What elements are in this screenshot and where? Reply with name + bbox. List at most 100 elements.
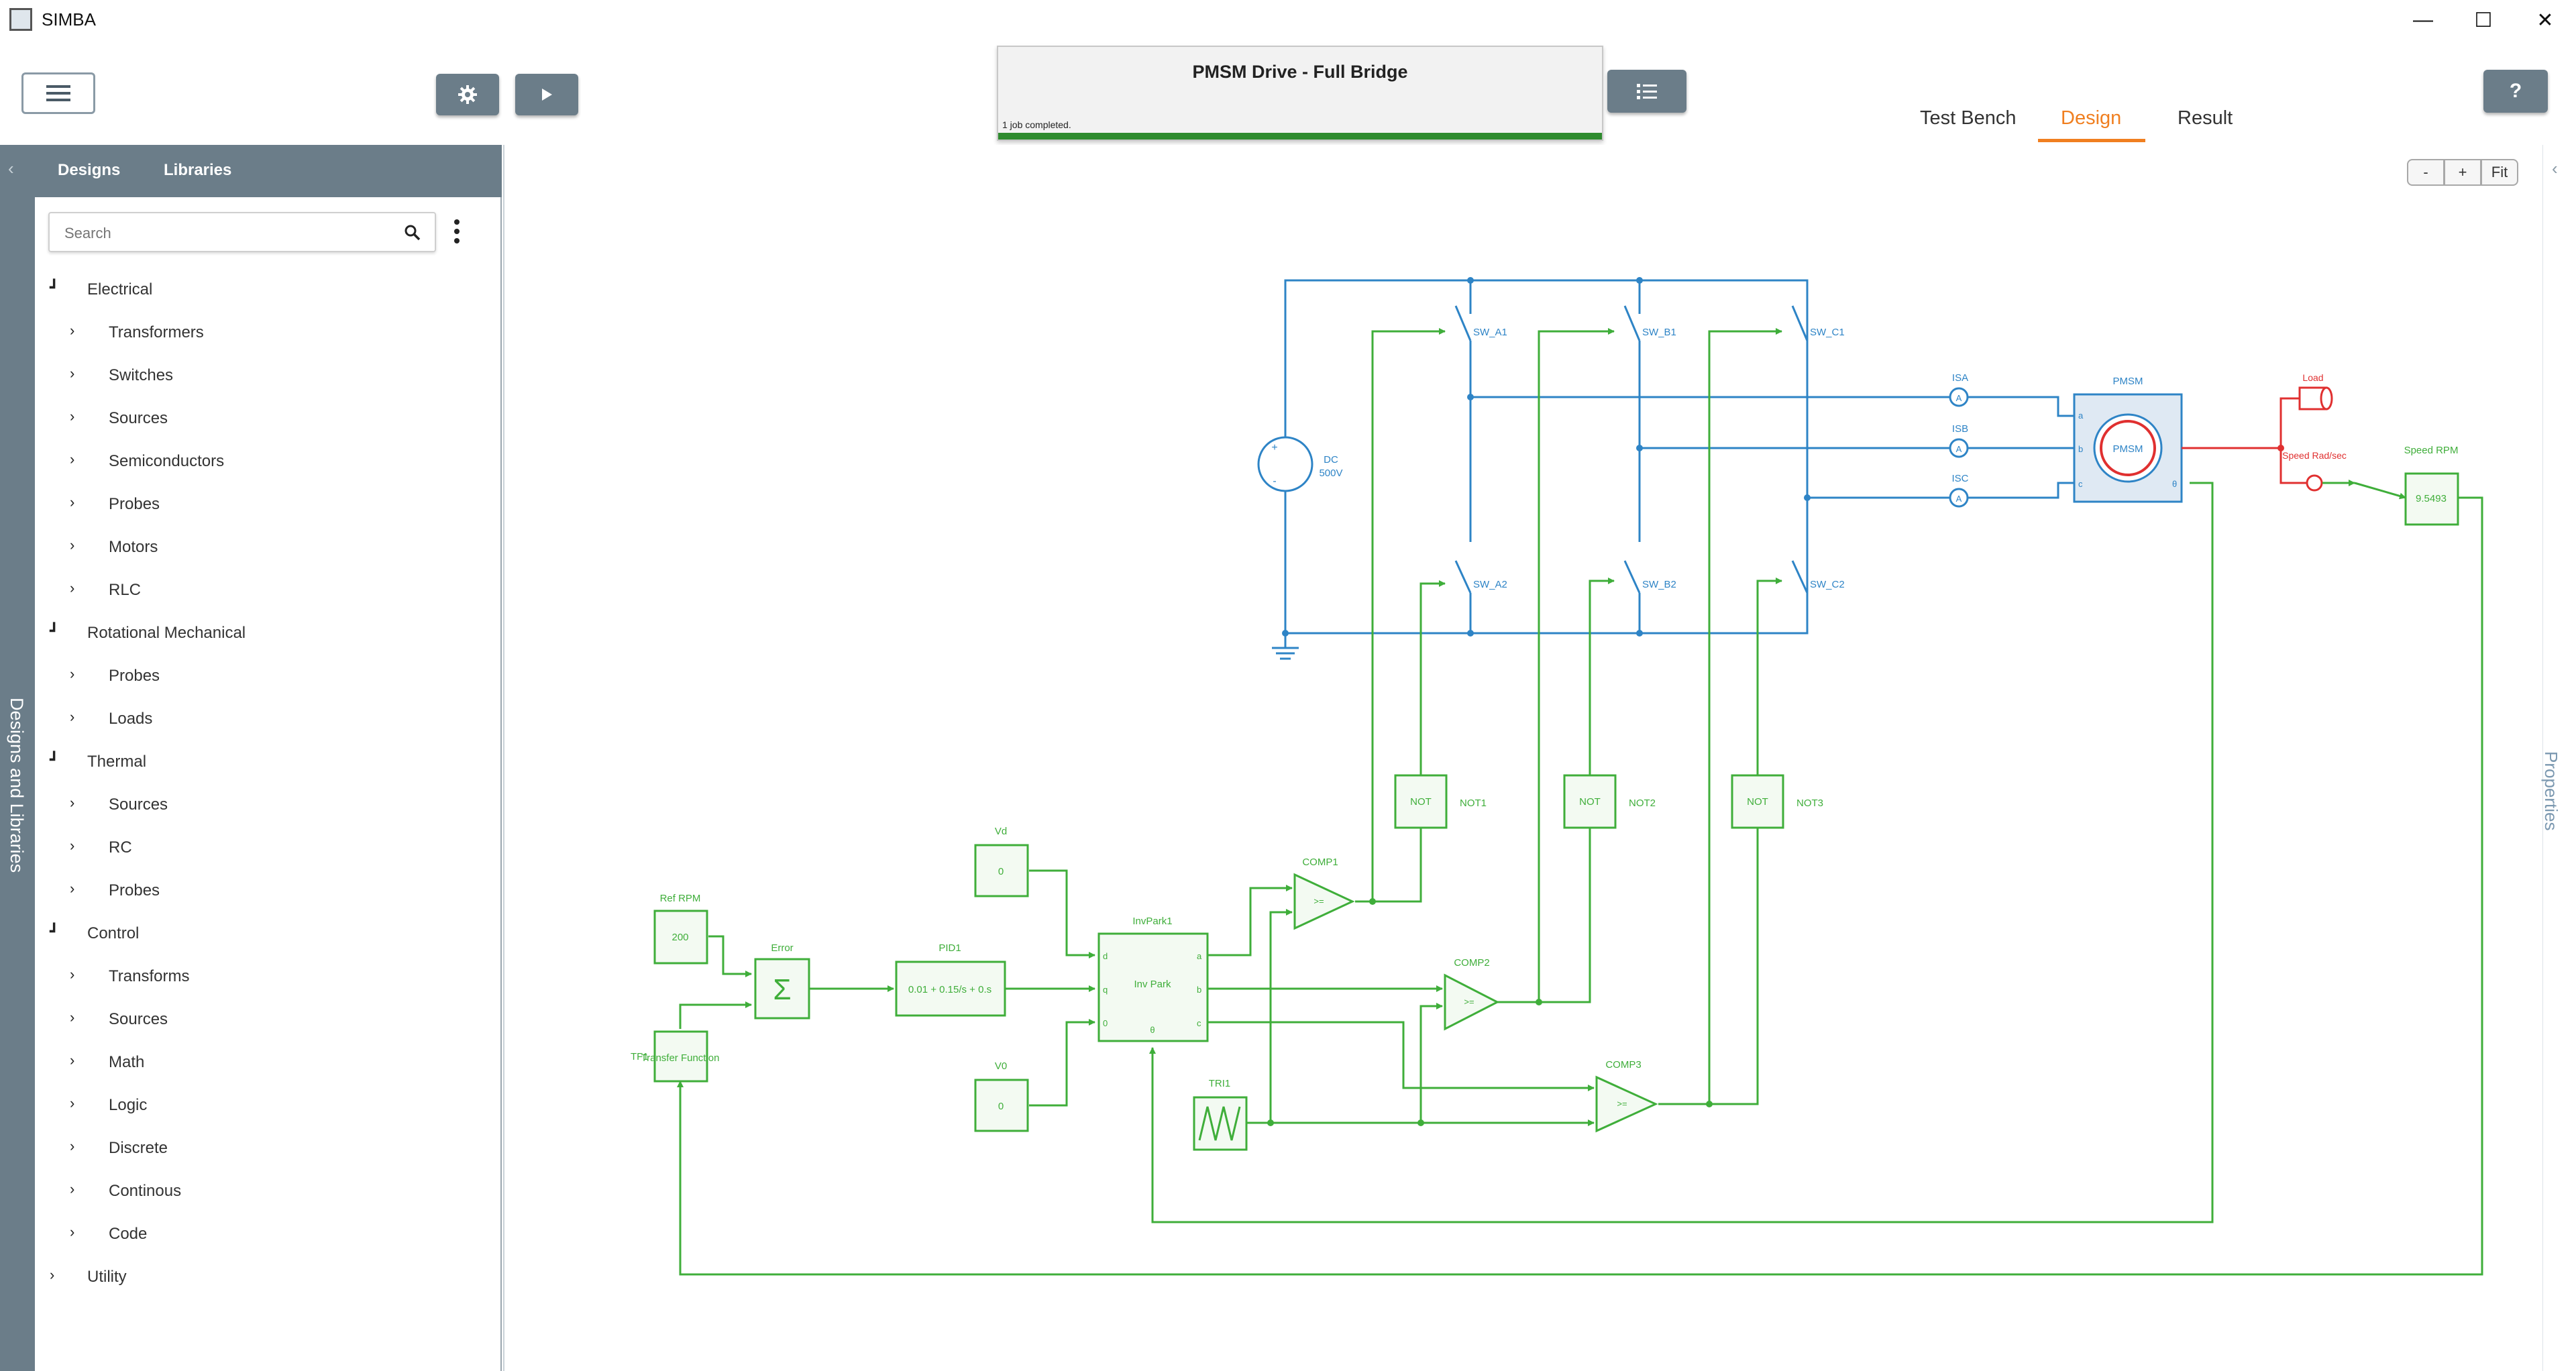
- search-icon[interactable]: [404, 224, 421, 241]
- close-button[interactable]: ✕: [2536, 9, 2554, 32]
- tree-expander-icon[interactable]: ›: [70, 794, 75, 811]
- minimize-button[interactable]: —: [2413, 9, 2433, 31]
- tree-expander-icon[interactable]: ›: [70, 966, 75, 983]
- tree-expander-icon[interactable]: ›: [70, 537, 75, 553]
- collapse-chevron-icon[interactable]: ‹: [8, 158, 14, 178]
- tree-expander-icon[interactable]: ›: [70, 580, 75, 596]
- tree-item-transforms[interactable]: Transforms: [109, 967, 190, 985]
- comparator-2[interactable]: [1444, 973, 1500, 1031]
- tree-item-math[interactable]: Math: [109, 1053, 145, 1071]
- not-gate-1[interactable]: [1394, 774, 1448, 829]
- tree-expander-icon[interactable]: ┛: [50, 279, 59, 296]
- pid-name: PID1: [938, 942, 961, 954]
- tree-item-discrete[interactable]: Discrete: [109, 1139, 168, 1157]
- tree-item-semiconductors[interactable]: Semiconductors: [109, 452, 225, 470]
- tree-item-control[interactable]: Control: [87, 924, 140, 942]
- more-options-icon[interactable]: [453, 219, 460, 248]
- settings-button[interactable]: [436, 74, 499, 115]
- tree-expander-icon[interactable]: ›: [70, 880, 75, 897]
- comparator-1[interactable]: [1293, 873, 1355, 930]
- tree-item-code[interactable]: Code: [109, 1225, 148, 1243]
- job-status-text: 1 job completed.: [1002, 119, 1071, 130]
- tree-expander-icon[interactable]: ┛: [50, 751, 59, 768]
- tab-result[interactable]: Result: [2178, 107, 2233, 129]
- window-title: SIMBA: [42, 9, 96, 30]
- ref-rpm-block[interactable]: [653, 910, 708, 965]
- tree-item-thermal[interactable]: Thermal: [87, 753, 147, 771]
- tree-item-probes[interactable]: Probes: [109, 495, 160, 513]
- tree-item-rlc[interactable]: RLC: [109, 581, 142, 599]
- tree-item-continous[interactable]: Continous: [109, 1182, 182, 1200]
- pid-block[interactable]: [895, 961, 1006, 1017]
- vd-source-block[interactable]: [974, 844, 1029, 897]
- main-menu-button[interactable]: [21, 72, 95, 114]
- not-gate-3[interactable]: [1731, 774, 1784, 829]
- tree-item-motors[interactable]: Motors: [109, 538, 158, 556]
- pmsm-pin-a: a: [2078, 410, 2084, 421]
- tree-expander-icon[interactable]: ›: [70, 494, 75, 510]
- tree-expander-icon[interactable]: ›: [70, 837, 75, 854]
- tree-expander-icon[interactable]: ›: [70, 365, 75, 382]
- comparator-3[interactable]: [1595, 1075, 1658, 1133]
- tree-item-rc[interactable]: RC: [109, 838, 132, 857]
- invpark-input-0: 0: [1103, 1018, 1108, 1028]
- tree-expander-icon[interactable]: ›: [70, 1138, 75, 1154]
- tree-item-electrical[interactable]: Electrical: [87, 280, 153, 298]
- tree-expander-icon[interactable]: ›: [70, 451, 75, 468]
- not-gate-2[interactable]: [1563, 774, 1617, 829]
- help-button[interactable]: ?: [2483, 70, 2548, 113]
- tab-test-bench[interactable]: Test Bench: [1920, 107, 2017, 129]
- tree-expander-icon[interactable]: ›: [70, 1052, 75, 1068]
- run-simulation-button[interactable]: [515, 74, 578, 115]
- tab-design[interactable]: Design: [2061, 107, 2122, 129]
- search-box[interactable]: [48, 212, 436, 252]
- tree-expander-icon[interactable]: ›: [70, 665, 75, 682]
- tree-item-loads[interactable]: Loads: [109, 710, 153, 728]
- v0-source-block[interactable]: [974, 1079, 1029, 1132]
- tree-item-sources[interactable]: Sources: [109, 1010, 168, 1028]
- job-list-button[interactable]: [1607, 70, 1686, 113]
- tree-item-utility[interactable]: Utility: [87, 1268, 127, 1286]
- tree-expander-icon[interactable]: ┛: [50, 923, 59, 940]
- tree-item-probes[interactable]: Probes: [109, 667, 160, 685]
- tree-expander-icon[interactable]: ┛: [50, 622, 59, 639]
- tree-item-rotational-mechanical[interactable]: Rotational Mechanical: [87, 624, 246, 642]
- expand-properties-chevron-icon[interactable]: ‹: [2552, 158, 2558, 178]
- zoom-fit-button[interactable]: Fit: [2481, 159, 2518, 186]
- tree-expander-icon[interactable]: ›: [70, 322, 75, 339]
- search-input[interactable]: [63, 221, 388, 245]
- design-title: PMSM Drive - Full Bridge: [1192, 62, 1408, 82]
- tree-item-logic[interactable]: Logic: [109, 1096, 148, 1114]
- speed-rpm-block[interactable]: [2404, 472, 2459, 526]
- tree-item-transformers[interactable]: Transformers: [109, 323, 204, 341]
- title-bar: [0, 0, 2576, 39]
- designs-libraries-collapsed-strip[interactable]: [0, 145, 35, 1371]
- error-summer-block[interactable]: [754, 958, 810, 1020]
- tab-libraries[interactable]: Libraries: [164, 161, 232, 179]
- tree-expander-icon[interactable]: ›: [70, 1223, 75, 1240]
- tree-item-sources[interactable]: Sources: [109, 796, 168, 814]
- tree-item-sources[interactable]: Sources: [109, 409, 168, 427]
- maximize-button[interactable]: ☐: [2474, 9, 2493, 32]
- speed-probe-label: Speed Rad/sec: [2282, 450, 2347, 461]
- ref-rpm-value: 200: [672, 932, 688, 943]
- pmsm-pin-theta: θ: [2172, 479, 2177, 489]
- tree-expander-icon[interactable]: ›: [70, 1095, 75, 1111]
- switch-label: SW_B2: [1642, 579, 1676, 590]
- transfer-function-block[interactable]: [653, 1030, 708, 1083]
- tab-designs[interactable]: Designs: [58, 161, 121, 179]
- tree-expander-icon[interactable]: ›: [50, 1266, 55, 1283]
- comparator-3-name: COMP3: [1605, 1059, 1641, 1071]
- library-panel: [35, 197, 502, 1371]
- tree-expander-icon[interactable]: ›: [70, 408, 75, 425]
- properties-strip[interactable]: [2542, 145, 2576, 1371]
- tree-expander-icon[interactable]: ›: [70, 1181, 75, 1197]
- pmsm-label: PMSM: [2113, 443, 2143, 455]
- invpark-block[interactable]: [1097, 932, 1209, 1042]
- tree-item-switches[interactable]: Switches: [109, 366, 174, 384]
- tree-expander-icon[interactable]: ›: [70, 708, 75, 725]
- transfer-function-body: Transfer Function: [641, 1052, 720, 1064]
- schematic-canvas[interactable]: [503, 145, 2542, 1371]
- tree-item-probes[interactable]: Probes: [109, 881, 160, 899]
- tree-expander-icon[interactable]: ›: [70, 1009, 75, 1026]
